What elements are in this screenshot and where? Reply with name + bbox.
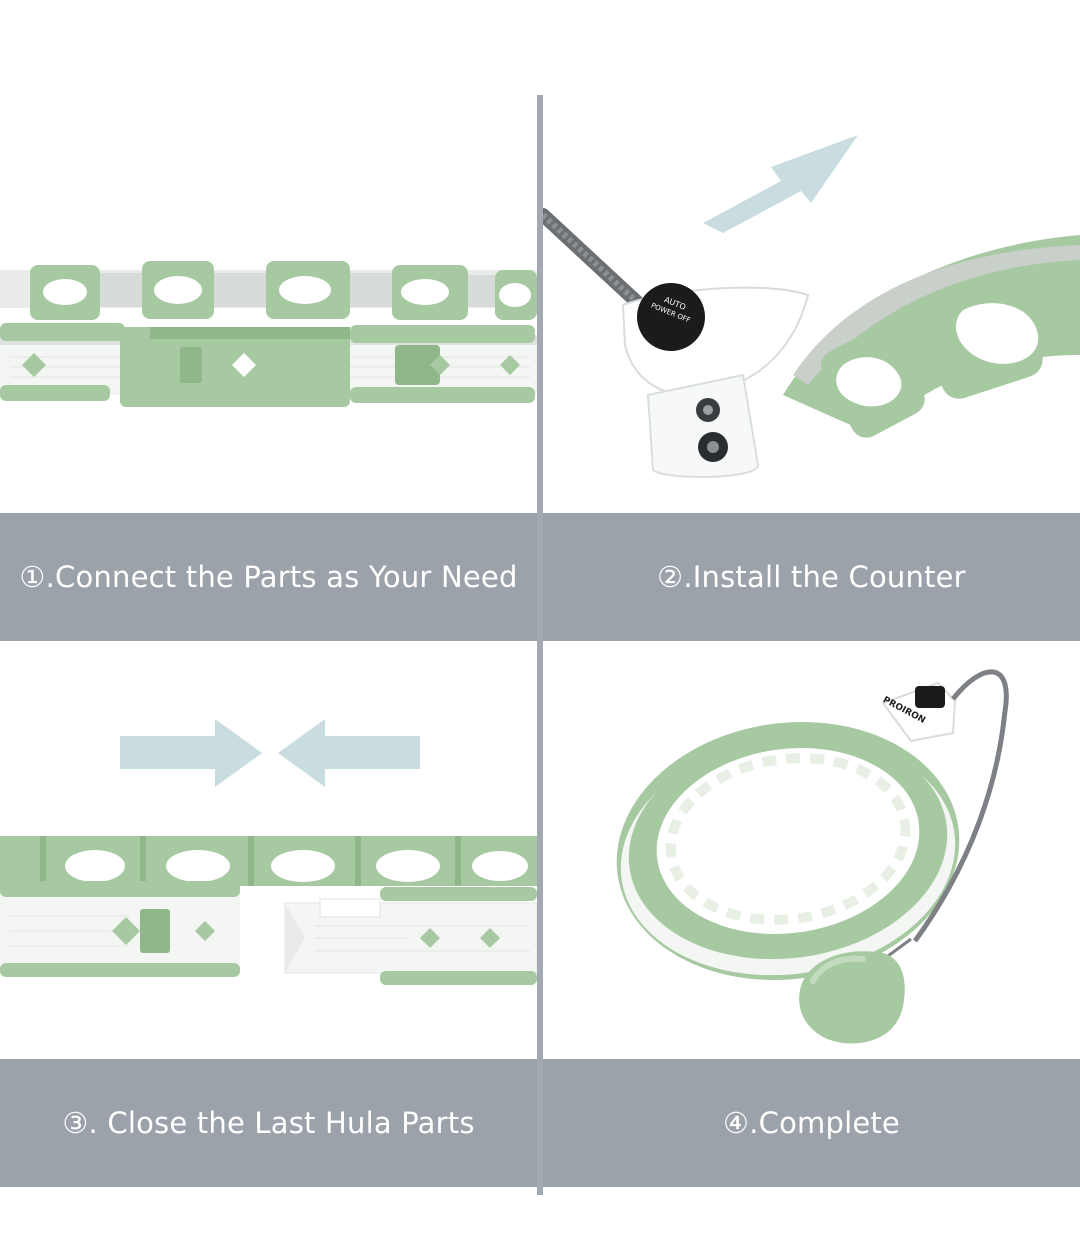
column-divider (537, 95, 543, 1195)
front-row-segments (0, 323, 537, 407)
arrow-right-icon (120, 719, 262, 787)
step-1-image-panel (0, 95, 537, 513)
back-row-segments (0, 261, 537, 320)
weighted-ball-icon (799, 951, 905, 1044)
step-3-image-panel (0, 641, 537, 1059)
counter-display-icon (915, 686, 945, 708)
step-1-caption-text: ①.Connect the Parts as Your Need (19, 560, 518, 594)
step-4-caption: ④.Complete (543, 1059, 1080, 1187)
hoop-segments-connect-illustration (0, 261, 537, 407)
step-1-caption: ①.Connect the Parts as Your Need (0, 513, 537, 641)
counter-install-illustration: AUTO POWER OFF (543, 135, 1080, 478)
step-3-caption-text: ③. Close the Last Hula Parts (62, 1106, 475, 1140)
hoop-close-illustration (0, 719, 537, 985)
arrow-up-right-icon (703, 135, 858, 233)
step-4-image-panel: PROIRON (543, 641, 1080, 1059)
arrow-left-icon (278, 719, 420, 787)
step-2-caption: ②.Install the Counter (543, 513, 1080, 641)
counter-display-icon (637, 283, 705, 351)
step-2-image-panel: AUTO POWER OFF (543, 95, 1080, 513)
complete-hoop-illustration: PROIRON (616, 669, 1009, 1044)
step-4-caption-text: ④.Complete (723, 1106, 900, 1140)
step-2-caption-text: ②.Install the Counter (657, 560, 966, 594)
step-3-caption: ③. Close the Last Hula Parts (0, 1059, 537, 1187)
